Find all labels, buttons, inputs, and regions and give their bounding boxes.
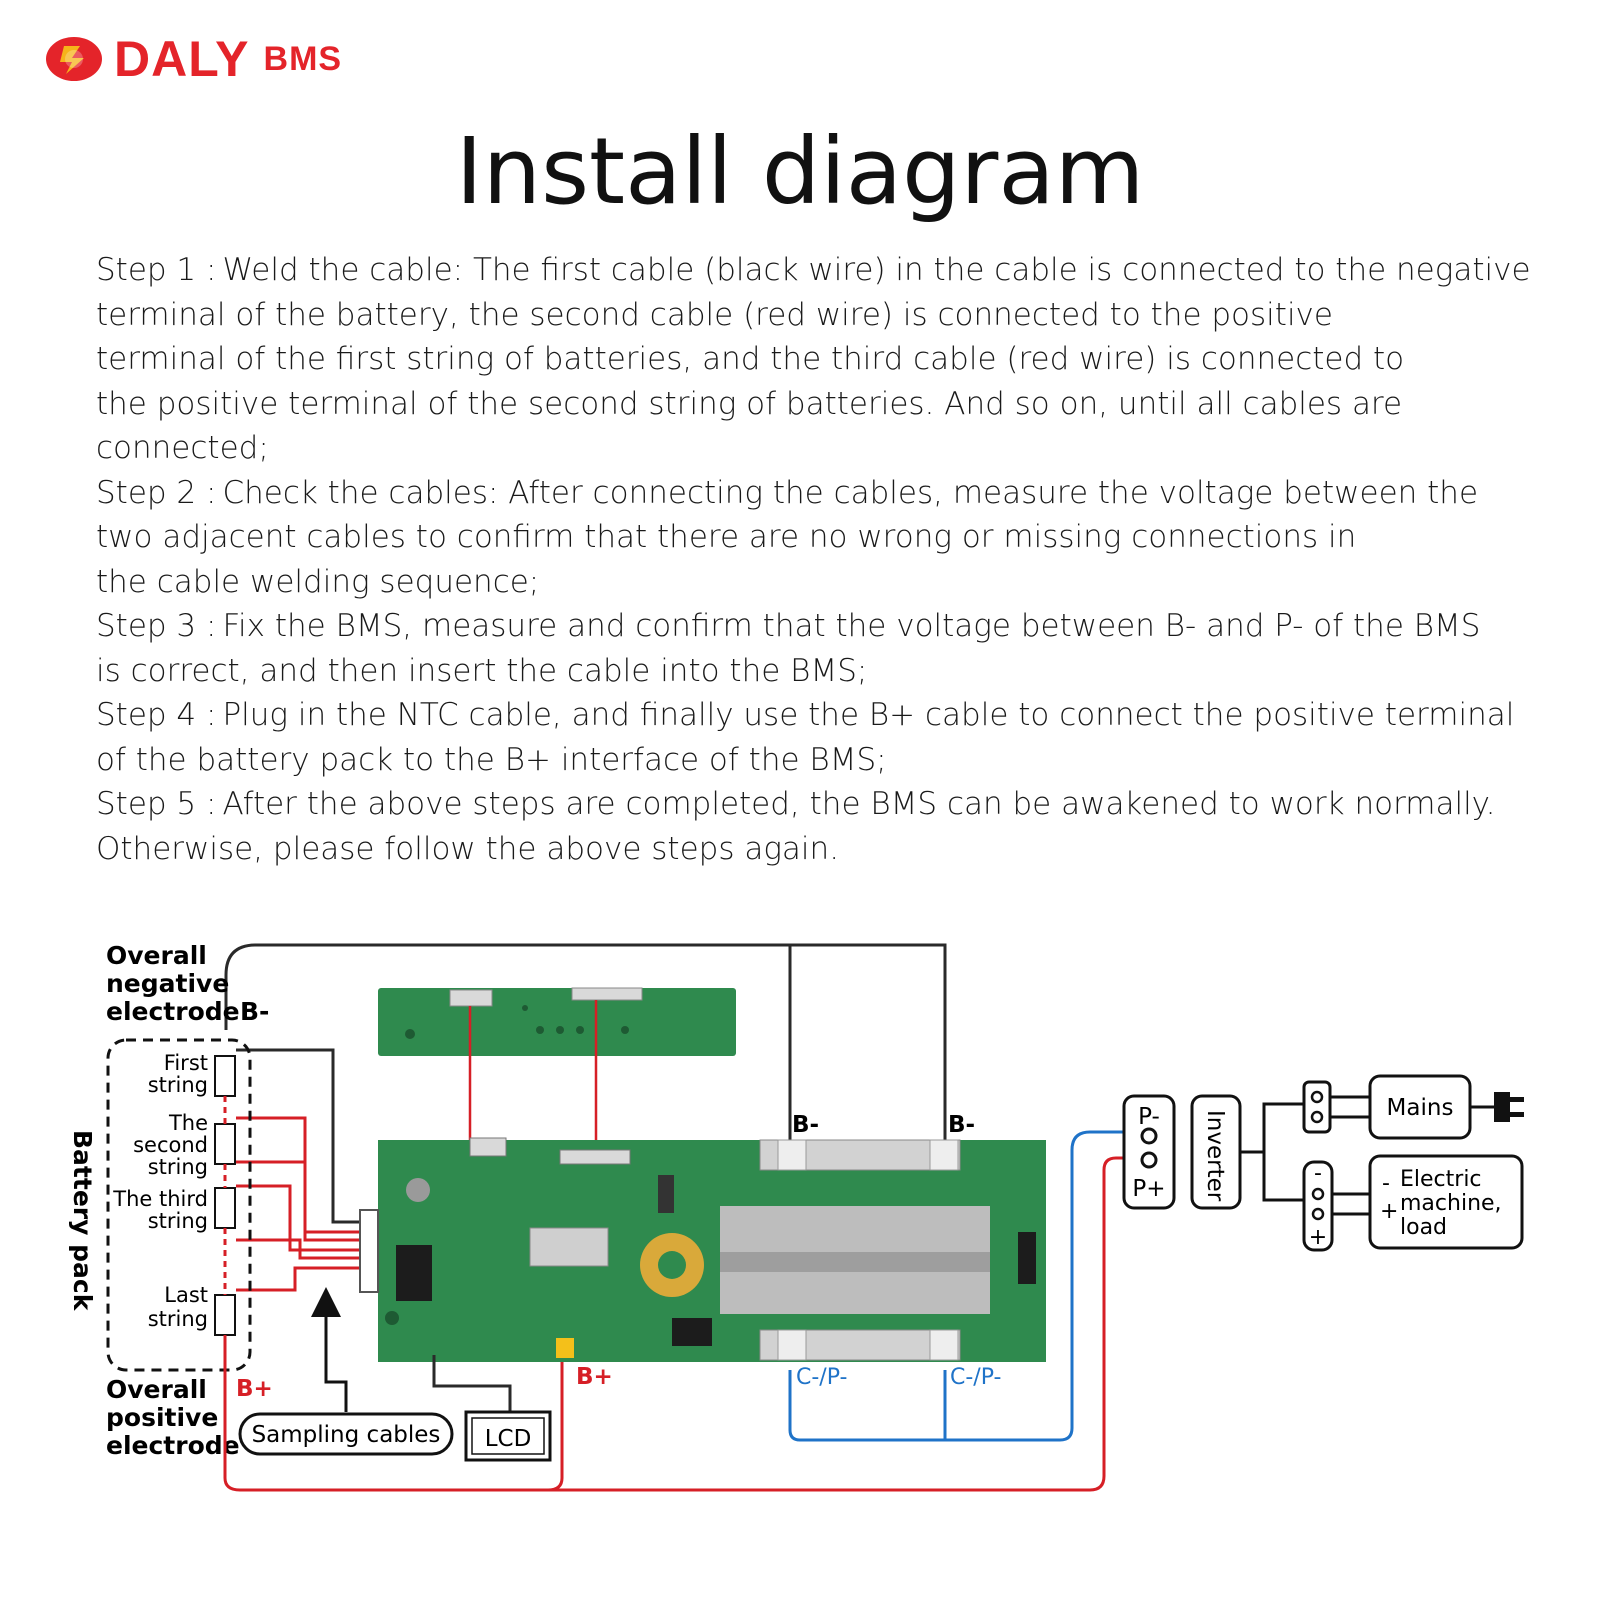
b-plus-main-wire xyxy=(223,1156,1136,1492)
battery-pack-box xyxy=(106,1038,252,1372)
c-p-label-2: C-/P- xyxy=(950,1365,1001,1390)
step-line: the positive terminal of the second stri… xyxy=(96,385,1403,422)
overall-positive-label-2: positive xyxy=(106,1403,218,1432)
daly-logo-icon xyxy=(46,37,102,81)
inverter-label: Inverter xyxy=(1202,1110,1228,1202)
overall-positive-label-1: Overall xyxy=(106,1375,207,1404)
load-label-3: load xyxy=(1400,1215,1447,1240)
c-p-label-1: C-/P- xyxy=(796,1365,847,1390)
lcd-pcb xyxy=(378,987,736,1056)
sampling-wires xyxy=(236,1048,360,1292)
inverter-output-wires xyxy=(1240,1102,1304,1202)
plug-icon xyxy=(1470,1092,1524,1122)
step-line: terminal of the first string of batterie… xyxy=(96,341,1405,377)
b-minus-label: B- xyxy=(240,997,269,1026)
battery-pack-label: Battery pack xyxy=(68,1130,97,1312)
socket-minus-sign: - xyxy=(1314,1161,1322,1186)
step-line: is correct, and then insert the cable in… xyxy=(96,652,868,689)
overall-negative-label-3: electrode xyxy=(106,997,240,1026)
mains-label: Mains xyxy=(1387,1095,1454,1121)
step-5: Step 5 :After the above steps are comple… xyxy=(96,782,1536,871)
step-label: Step 1 : xyxy=(96,252,217,288)
step-line: Weld the cable: The first cable (black w… xyxy=(222,252,1531,288)
step-line: the cable welding sequence; xyxy=(96,563,540,600)
socket-plus-sign: + xyxy=(1309,1225,1327,1250)
load-label-1: Electric xyxy=(1400,1167,1482,1192)
step-3: Step 3 :Fix the BMS, measure and confirm… xyxy=(96,604,1536,693)
third-string-label-2: string xyxy=(148,1209,208,1233)
overall-negative-label-1: Overall xyxy=(106,941,207,970)
sampling-arrow xyxy=(311,1287,348,1412)
step-line: terminal of the battery, the second cabl… xyxy=(96,296,1333,333)
step-line: Plug in the NTC cable, and finally use t… xyxy=(222,697,1515,733)
brand-name: DALY xyxy=(114,31,250,87)
step-label: Step 3 : xyxy=(96,608,217,644)
p-plus-label: P+ xyxy=(1132,1176,1165,1202)
overall-negative-label-2: negative xyxy=(106,969,229,998)
board-b-plus-label: B+ xyxy=(576,1364,613,1390)
p-minus-label: P- xyxy=(1138,1104,1160,1130)
load-plus-sign: + xyxy=(1380,1199,1398,1224)
step-line: After the above steps are completed, the… xyxy=(222,786,1496,822)
second-string-label-2: second xyxy=(133,1133,208,1157)
step-label: Step 5 : xyxy=(96,786,217,822)
third-string-label-1: The third xyxy=(112,1187,208,1211)
second-string-label-3: string xyxy=(148,1155,208,1179)
load-minus-sign: - xyxy=(1382,1171,1390,1196)
brand-suffix: BMS xyxy=(263,39,343,78)
step-line: connected; xyxy=(96,430,269,466)
b-plus-board-wire xyxy=(547,1355,564,1492)
step-1: Step 1 :Weld the cable: The first cable … xyxy=(96,248,1536,471)
sampling-cables-box xyxy=(238,1412,454,1456)
b-minus-main-wire xyxy=(224,943,947,1140)
step-line: Check the cables: After connecting the c… xyxy=(222,474,1479,511)
overall-positive-label-3: electrode xyxy=(106,1431,240,1460)
lcd-wire xyxy=(432,1355,512,1412)
lcd-box xyxy=(464,1410,552,1462)
last-string-label-1: Last xyxy=(164,1283,208,1307)
step-label: Step 4 : xyxy=(96,697,217,733)
first-string-label-1: First xyxy=(164,1051,208,1075)
step-label: Step 2 : xyxy=(96,474,217,511)
load-box xyxy=(1368,1154,1524,1250)
board-b-minus-label-1: B- xyxy=(792,1112,819,1138)
wiring-diagram: Battery pack First string The second str… xyxy=(68,941,1524,1492)
step-4: Step 4 :Plug in the NTC cable, and final… xyxy=(96,693,1536,782)
lcd-label: LCD xyxy=(485,1426,532,1452)
b-plus-label: B+ xyxy=(236,1376,273,1402)
sampling-cables-label: Sampling cables xyxy=(252,1422,441,1448)
load-label-2: machine, xyxy=(1400,1191,1502,1216)
steps-list: Step 1 :Weld the cable: The first cable … xyxy=(96,248,1536,871)
bms-board xyxy=(359,1137,1046,1362)
step-line: Fix the BMS, measure and confirm that th… xyxy=(222,608,1481,644)
first-string-label-2: string xyxy=(148,1073,208,1097)
step-line: of the battery pack to the B+ interface … xyxy=(96,741,887,778)
brand-logo: DALY BMS xyxy=(44,31,343,87)
last-string-label-2: string xyxy=(148,1307,208,1331)
step-2: Step 2 :Check the cables: After connecti… xyxy=(96,471,1536,605)
p-minus-wire xyxy=(788,1130,1136,1442)
page-title: Install diagram xyxy=(455,118,1145,225)
step-line: Otherwise, please follow the above steps… xyxy=(96,830,840,867)
mains-socket xyxy=(1302,1080,1332,1134)
second-string-label-1: The xyxy=(168,1111,208,1135)
step-line: two adjacent cables to confirm that ther… xyxy=(96,519,1357,555)
board-b-minus-label-2: B- xyxy=(948,1112,975,1138)
load-socket xyxy=(1302,1160,1334,1252)
